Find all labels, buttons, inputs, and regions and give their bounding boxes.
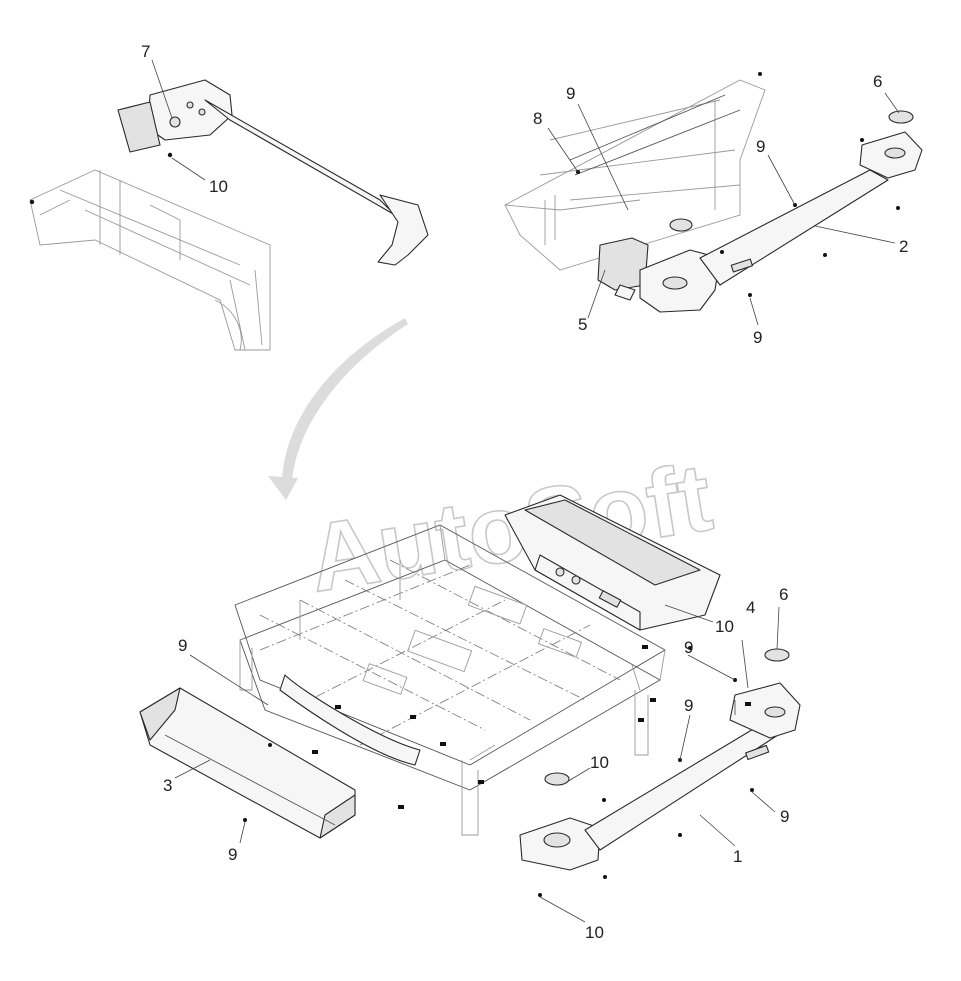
leader-line [239,821,246,844]
leader-line [814,225,896,244]
assembly-arrow [268,318,408,500]
callout-9: 9 [228,845,237,864]
under-tube [279,674,421,766]
leader-line [174,759,211,779]
callout-10: 10 [590,753,609,772]
leader-line [679,714,691,761]
callout-9: 9 [566,84,575,103]
callout-9: 9 [756,137,765,156]
fastener-dot [750,788,754,792]
callout-8: 8 [533,109,542,128]
leader-line [664,604,714,623]
callout-9: 9 [178,636,187,655]
callout-9: 9 [753,328,762,347]
callout-10: 10 [715,617,734,636]
fastener-dot [748,293,752,297]
leader-line [776,606,780,650]
leader-line [767,154,796,206]
fastener-dot [243,818,247,822]
callout-7: 7 [141,42,150,61]
callout-4: 4 [746,598,755,617]
hardware-clips [312,645,751,809]
leader-line [884,92,900,114]
cap-6-alt [669,218,693,232]
callout-6: 6 [779,585,788,604]
fastener-dot [603,875,607,879]
chassis-frame-ghost-right [504,79,766,271]
leader-line [189,654,269,706]
leader-line [699,814,736,847]
chassis-frame-ghost-left [29,169,271,351]
leader-line [751,791,776,813]
frame-legs [239,640,649,836]
part-3-front-bumper [139,687,356,839]
leader-line [561,767,591,786]
fastener-dot [538,893,542,897]
rear-storage-box [504,494,721,631]
fastener-dot [602,798,606,802]
part-6-cap [888,110,914,124]
callout-5: 5 [578,315,587,334]
chassis-floor-frame [234,524,666,791]
callout-10: 10 [209,177,228,196]
fastener-dot [678,833,682,837]
detail-top-right: 9 8 6 9 2 5 9 [504,72,923,347]
leader-line [741,639,749,689]
callout-6: 6 [873,72,882,91]
callout-9: 9 [684,638,693,657]
fastener-dot [688,646,692,650]
part-7-bumper-bar [117,79,429,266]
fastener-dot [268,743,272,747]
callout-2: 2 [899,237,908,256]
fastener-dot [29,199,35,205]
fastener-dot [860,138,864,142]
callout-9: 9 [780,807,789,826]
fastener-dot [720,250,724,254]
leader-line [587,269,606,319]
fastener-dot [896,206,900,210]
callout-1: 1 [733,847,742,866]
part-6-cap [764,648,790,662]
leader-line [577,103,629,211]
detail-top-left: 7 10 [29,42,429,351]
part-1-side-bumper-arm [519,682,801,871]
part-10-cap [544,772,570,786]
fastener-dot [167,152,173,158]
callout-10: 10 [585,923,604,942]
leader-line [151,59,173,119]
leader-line [539,896,586,923]
frame-rail [569,94,741,176]
leader-line [547,127,579,173]
callout-9: 9 [684,696,693,715]
leader-line [171,157,206,181]
leader-line [749,297,759,326]
part-2-bumper-arm [639,131,923,313]
fastener-dot [758,72,762,76]
main-assembly: 9 3 9 10 9 10 4 6 9 1 9 10 [139,494,801,942]
callout-3: 3 [163,776,172,795]
fastener-dot [823,253,827,257]
leader-line [687,654,736,681]
